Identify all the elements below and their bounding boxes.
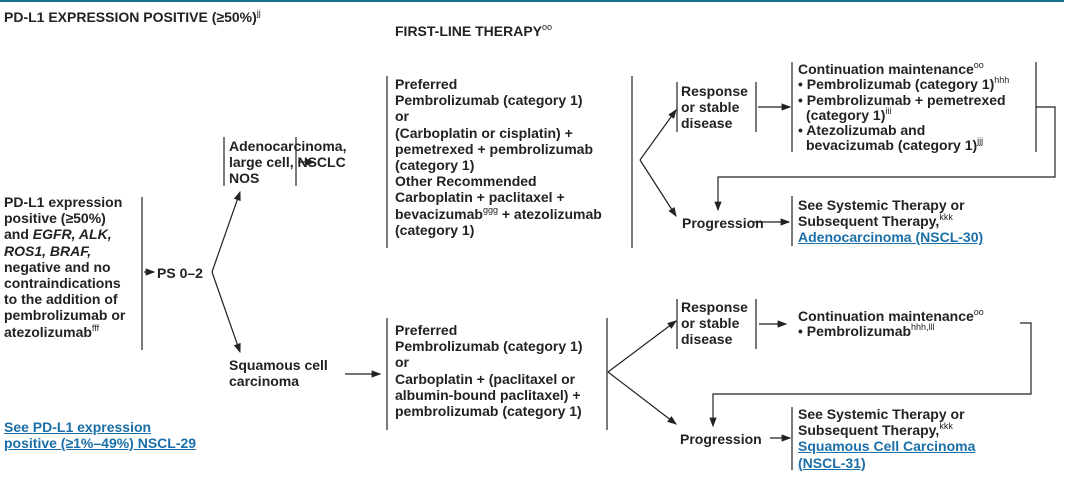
top-border <box>0 0 1064 2</box>
adeno-maintenance: Continuation maintenanceoo • Pembrolizum… <box>798 60 1010 154</box>
nscl-31-link[interactable]: Squamous Cell Carcinoma(NSCL-31) <box>798 438 976 471</box>
page-title: PD-L1 EXPRESSION POSITIVE (≥50%)jj <box>4 8 261 26</box>
performance-status: PS 0–2 <box>157 265 203 281</box>
adeno-progression: Progression <box>682 215 764 231</box>
squamous-maintenance: Continuation maintenanceoo • Pembrolizum… <box>798 307 984 339</box>
adeno-subsequent-therapy: See Systemic Therapy or Subsequent Thera… <box>798 197 984 246</box>
squamous-progression: Progression <box>680 431 762 447</box>
column-title: FIRST-LINE THERAPYoo <box>395 22 553 40</box>
nscl-30-link[interactable]: Adenocarcinoma (NSCL-30) <box>798 229 984 246</box>
squamous-subsequent-therapy: See Systemic Therapy or Subsequent Thera… <box>798 406 976 471</box>
